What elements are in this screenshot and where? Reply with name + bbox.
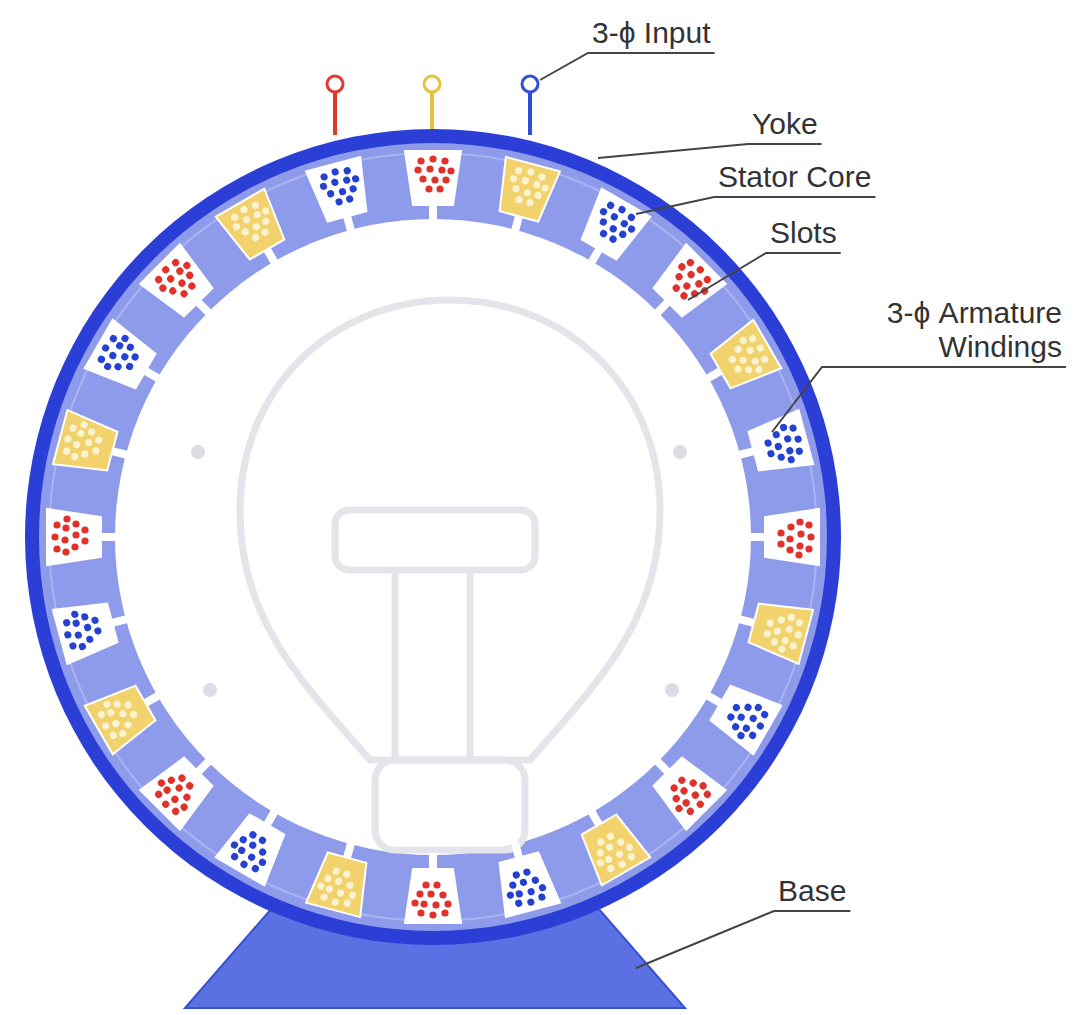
winding-slot [693, 320, 782, 403]
bore [115, 219, 751, 855]
leader-line [598, 144, 822, 158]
winding-slot [567, 797, 650, 886]
yoke [25, 129, 841, 945]
winding-slot [405, 853, 461, 923]
winding-slot [216, 189, 299, 278]
winding-slot [306, 835, 378, 917]
watermark [240, 300, 660, 850]
part-label: Base [778, 874, 846, 908]
winding-slot [85, 671, 174, 754]
winding-slot [637, 244, 726, 333]
winding-slot [140, 244, 229, 333]
input-terminal-wire [430, 92, 434, 135]
winding-slot [567, 189, 650, 278]
winding-slot [306, 157, 378, 239]
winding-slot [488, 157, 560, 239]
winding-slot [405, 151, 461, 221]
winding-slot [637, 741, 726, 830]
watermark-dot [665, 683, 679, 697]
input-terminal [522, 76, 538, 92]
input-terminal [327, 76, 343, 92]
input-terminal-wire [333, 92, 337, 135]
leader-line [636, 197, 875, 214]
leader-line [636, 911, 850, 968]
winding-slot [693, 671, 782, 754]
winding-slot [216, 797, 299, 886]
part-label: Yoke [752, 107, 818, 141]
part-label: 3-ϕ Armature Windings [826, 296, 1062, 364]
leader-line [688, 253, 841, 300]
winding-slot [53, 410, 135, 482]
part-label: Stator Core [718, 160, 871, 194]
winding-slot [85, 320, 174, 403]
winding-slot [47, 509, 117, 565]
winding-slot [749, 509, 819, 565]
watermark-dot [191, 445, 205, 459]
leader-line [540, 53, 715, 80]
winding-slot [731, 410, 813, 482]
input-terminal-wire [528, 92, 532, 135]
winding-slot [53, 592, 135, 664]
part-label: 3-ϕ Input [592, 16, 711, 50]
winding-slot [488, 835, 560, 917]
stator-core [39, 143, 827, 931]
watermark-dot [673, 445, 687, 459]
watermark-dot [203, 683, 217, 697]
input-terminal [424, 76, 440, 92]
part-label: Slots [770, 216, 837, 250]
winding-slot [140, 741, 229, 830]
core-boundary [49, 153, 817, 921]
leader-line [772, 367, 1066, 432]
winding-slot [731, 592, 813, 664]
